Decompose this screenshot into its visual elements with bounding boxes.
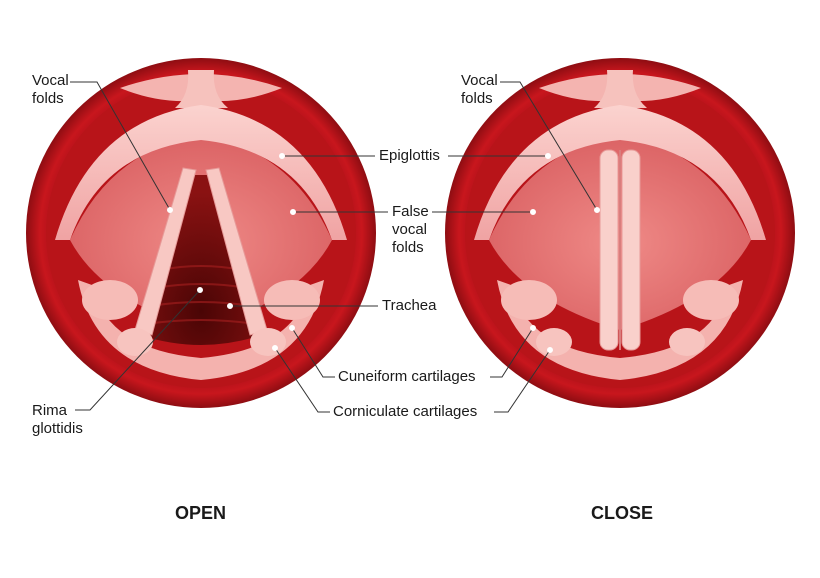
label-vocal-folds-left: Vocal folds bbox=[32, 72, 69, 107]
close-cuneiform-right bbox=[683, 280, 739, 320]
leader-cuneiform-right bbox=[490, 327, 534, 378]
close-vocal-fold-right bbox=[621, 149, 641, 351]
leader-lines bbox=[70, 81, 600, 413]
leader-vocal-folds-left bbox=[70, 81, 171, 211]
leader-corniculate-left bbox=[274, 347, 330, 413]
close-corniculate-right bbox=[669, 328, 705, 356]
close-larynx bbox=[445, 58, 795, 408]
state-open-label: OPEN bbox=[175, 503, 227, 523]
label-cuneiform: Cuneiform cartilages bbox=[338, 368, 476, 385]
close-epiglottis-stalk bbox=[594, 70, 647, 108]
leader-vocal-folds-right bbox=[500, 81, 598, 211]
label-epiglottis: Epiglottis bbox=[379, 147, 440, 164]
state-close-label: CLOSE bbox=[591, 503, 654, 523]
leader-rima bbox=[75, 289, 201, 411]
label-false-vocal-folds: False vocal folds bbox=[392, 203, 429, 256]
close-cuneiform-left bbox=[501, 280, 557, 320]
leader-cuneiform-left bbox=[291, 327, 335, 378]
leader-corniculate-right bbox=[494, 349, 551, 413]
open-cuneiform-left bbox=[82, 280, 138, 320]
open-corniculate-left bbox=[117, 328, 153, 356]
open-epiglottis bbox=[55, 105, 347, 240]
label-corniculate: Corniculate cartilages bbox=[333, 403, 478, 420]
open-epiglottis-stalk bbox=[175, 70, 228, 108]
open-larynx bbox=[26, 58, 376, 408]
open-vocal-fold-left bbox=[134, 167, 197, 336]
close-corniculate-left bbox=[536, 328, 572, 356]
close-epiglottis bbox=[474, 105, 766, 240]
open-cuneiform-right bbox=[264, 280, 320, 320]
label-vocal-folds-right: Vocal folds bbox=[461, 72, 498, 107]
label-rima-glottidis: Rima glottidis bbox=[32, 402, 83, 437]
close-vocal-fold-left bbox=[599, 149, 619, 351]
label-trachea: Trachea bbox=[382, 297, 437, 314]
open-corniculate-right bbox=[250, 328, 286, 356]
